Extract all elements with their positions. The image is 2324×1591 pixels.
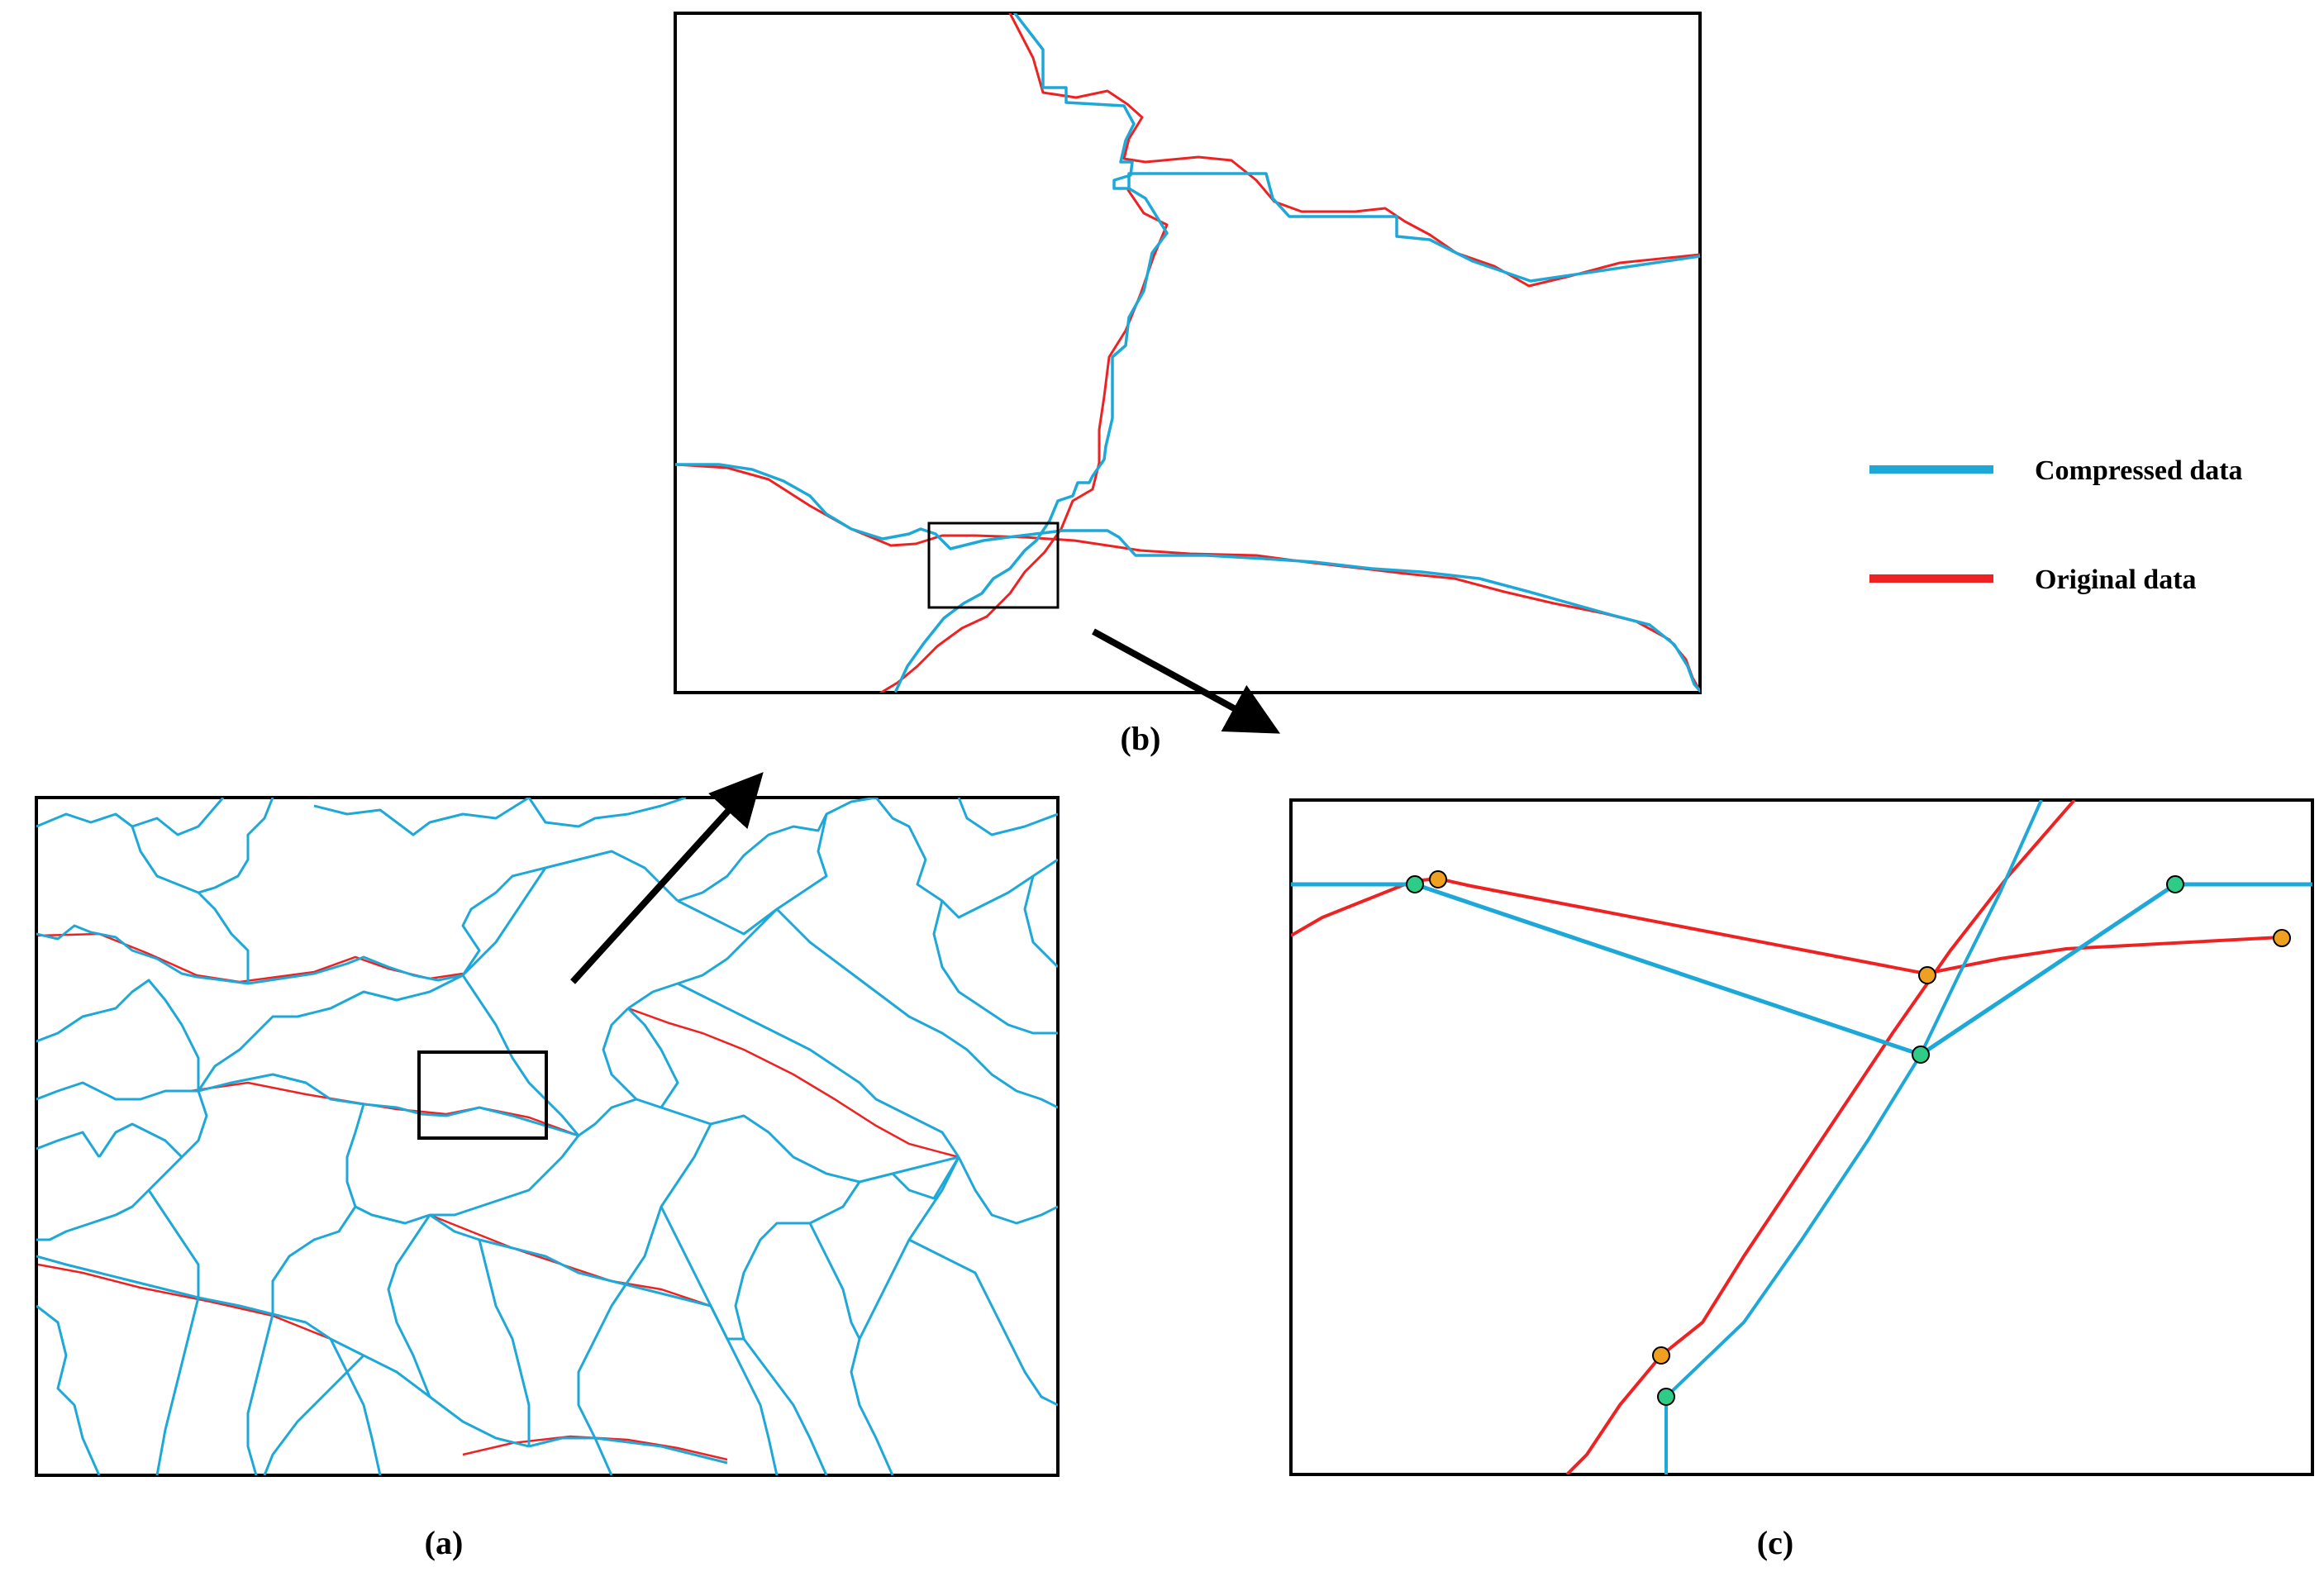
original-line: [37, 1263, 331, 1341]
compressed-line: [461, 850, 679, 976]
compressed-line: [1013, 13, 1700, 283]
panel-c-compressed-vertices: [1406, 875, 2184, 1406]
compressed-line: [602, 1007, 638, 1101]
arrow-a-to-b: [570, 772, 764, 984]
compressed-line: [891, 1156, 960, 1200]
compressed-line: [246, 1313, 274, 1475]
compressed-line: [527, 798, 687, 828]
compressed-vertex: [1912, 1046, 1930, 1064]
compressed-line: [808, 1222, 861, 1340]
panel-b-label: (b): [1121, 720, 1161, 757]
compressed-line: [1023, 875, 1058, 969]
compressed-line: [932, 900, 1058, 1035]
compressed-line: [430, 1135, 580, 1217]
compressed-line: [329, 1338, 382, 1475]
compressed-line: [709, 1305, 744, 1341]
compressed-vertex: [1657, 1388, 1675, 1406]
original-vertex: [1429, 870, 1447, 888]
original-line: [1008, 13, 1700, 288]
panel-b-compressed-lines: [675, 13, 1700, 693]
compressed-line: [198, 798, 274, 894]
original-vertex: [1918, 966, 1936, 984]
compressed-line: [98, 1122, 183, 1159]
compressed-line: [36, 1255, 530, 1448]
original-line: [189, 1081, 579, 1137]
panel-a-network: [36, 798, 1058, 1475]
compressed-line: [36, 979, 200, 1091]
panel-c-original-vertices: [1429, 870, 2291, 1365]
panel-b-frame: [674, 12, 1702, 694]
compressed-vertex: [2166, 875, 2184, 893]
compressed-line: [461, 974, 580, 1136]
compressed-line: [263, 1354, 365, 1475]
arrow-b-to-c: [1092, 628, 1281, 734]
compressed-line: [1664, 800, 2043, 1474]
compressed-line: [36, 924, 464, 985]
panel-c-lines: [1291, 800, 2312, 1474]
original-vertex: [1652, 1346, 1670, 1365]
compressed-line: [147, 1189, 200, 1298]
compressed-line: [577, 1123, 712, 1475]
panel-b-zoom-box: [927, 522, 1060, 609]
panel-a-label: (a): [425, 1524, 464, 1561]
panel-c-label: (c): [1757, 1524, 1793, 1561]
original-line: [1565, 800, 2076, 1474]
original-line: [627, 1007, 960, 1159]
compressed-line: [387, 1214, 431, 1398]
legend-compressed-label: Compressed data: [2035, 455, 2243, 486]
panel-c-original-lines: [1291, 800, 2282, 1474]
original-line: [1291, 876, 2282, 976]
compressed-line: [131, 826, 250, 984]
compressed-line: [908, 1238, 1058, 1407]
compressed-line: [528, 1436, 728, 1465]
compressed-line: [677, 982, 960, 1158]
compressed-line: [155, 1297, 200, 1475]
panel-c-frame: [1289, 798, 2314, 1476]
compressed-line: [775, 907, 1058, 1109]
compressed-line: [461, 867, 547, 977]
compressed-line: [626, 1007, 679, 1108]
compressed-line: [627, 813, 828, 1010]
compressed-line: [36, 1073, 579, 1137]
compressed-line: [675, 463, 1700, 693]
original-vertex: [2273, 929, 2291, 947]
compressed-line: [734, 1181, 861, 1475]
compressed-line: [677, 899, 778, 936]
compressed-line: [271, 1103, 365, 1314]
panel-c: [1289, 798, 2314, 1476]
compressed-line: [578, 1098, 960, 1184]
compressed-line: [894, 187, 1169, 693]
compressed-line: [36, 1131, 101, 1158]
legend: Compressed data Original data: [1869, 455, 2243, 595]
compressed-vertex: [1406, 875, 1424, 893]
compressed-line: [36, 1090, 208, 1241]
panel-a-compressed-lines: [36, 798, 1058, 1475]
compressed-line: [957, 1156, 1058, 1225]
compressed-line: [957, 798, 1058, 836]
panel-a-zoom-box: [417, 1050, 548, 1140]
compressed-line: [677, 798, 877, 903]
compressed-line: [197, 974, 464, 1092]
compressed-line: [478, 1239, 531, 1446]
panel-b-lines: [675, 13, 1700, 693]
compressed-line: [850, 1156, 960, 1475]
compressed-line: [313, 798, 530, 836]
compressed-line: [355, 1205, 712, 1308]
panel-a: [35, 796, 1060, 1477]
legend-original-label: Original data: [2035, 564, 2197, 595]
compressed-line: [36, 1304, 101, 1475]
panel-b: [674, 12, 1702, 694]
